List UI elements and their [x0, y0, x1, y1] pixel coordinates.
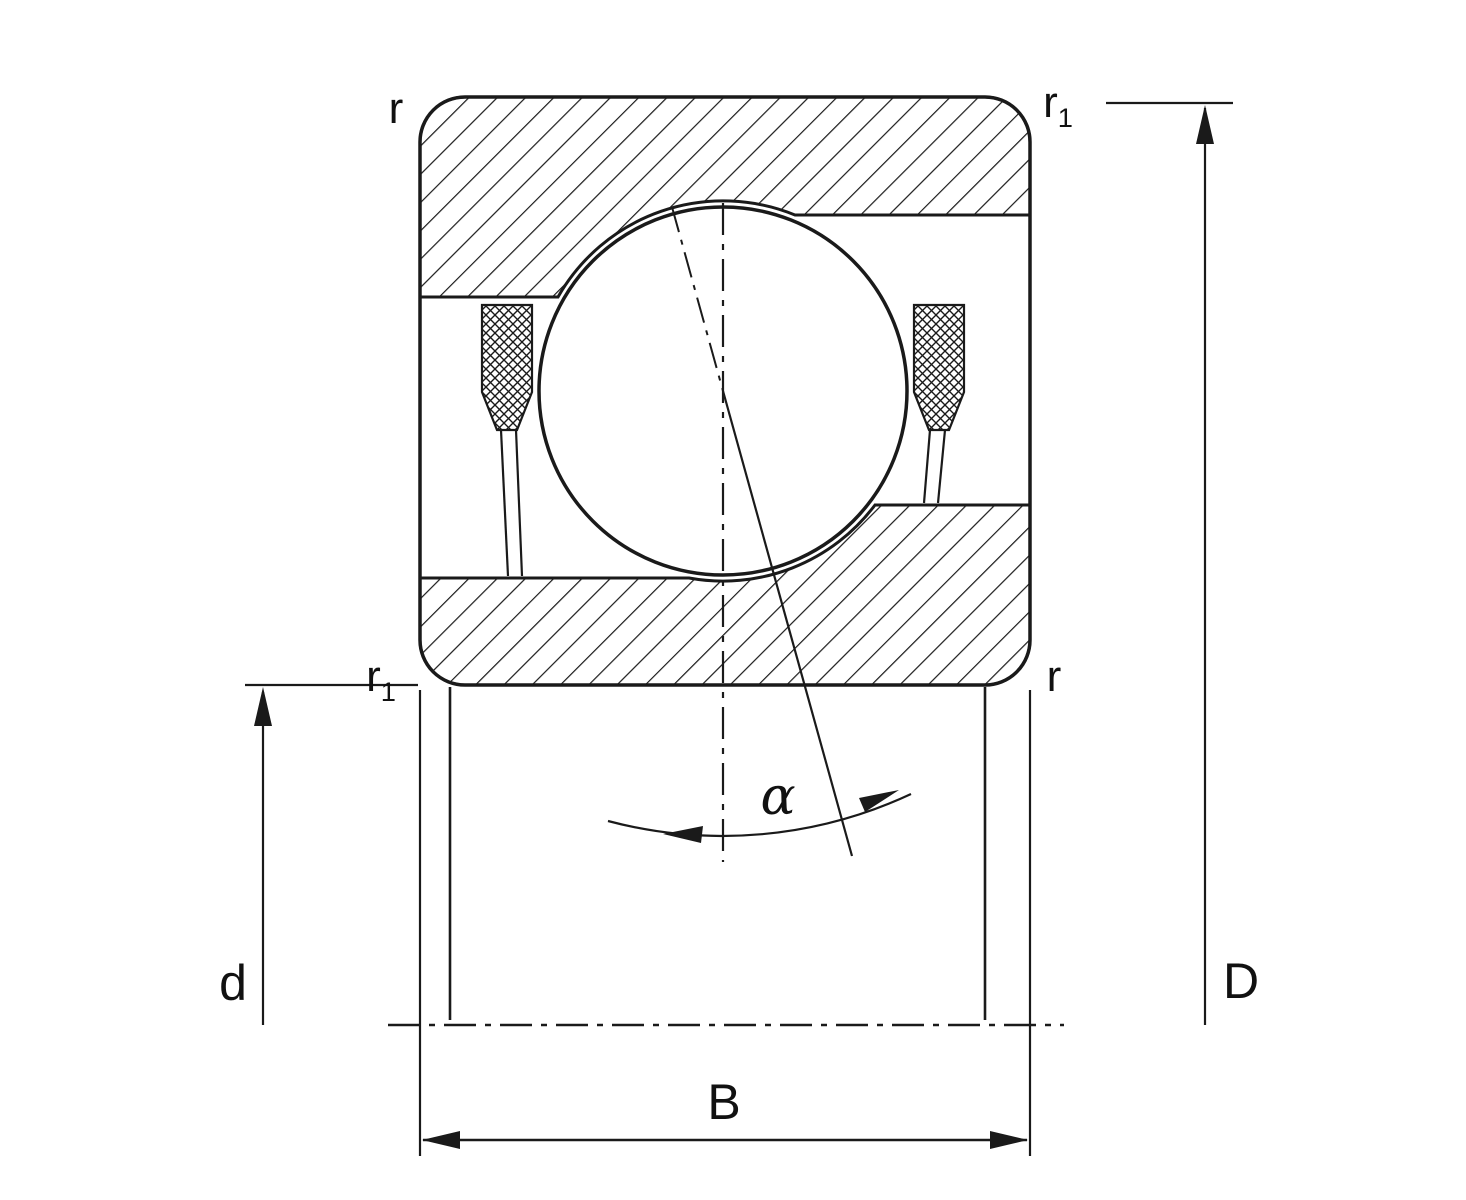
label-r1-mid-left-base: r — [366, 652, 381, 701]
alpha-arc — [607, 793, 912, 838]
label-bore-diameter-d: d — [219, 955, 247, 1011]
label-r1-top-right-sub: 1 — [1057, 101, 1073, 133]
cage-lines — [499, 429, 947, 577]
contact-angle-line-upper — [671, 206, 724, 392]
alpha-arc-right-arrowhead — [859, 790, 899, 812]
seal-left — [480, 303, 534, 432]
dim-d-arrowhead — [254, 687, 272, 726]
bore-lines — [448, 687, 987, 1020]
label-r1-top-right: r1 — [1043, 78, 1073, 131]
dim-B-left-arrowhead — [422, 1131, 460, 1149]
label-outer-diameter-D: D — [1222, 953, 1260, 1009]
bearing-outline — [418, 95, 1032, 687]
dim-D-arrowhead — [1196, 105, 1214, 144]
label-contact-angle-alpha: α — [760, 767, 796, 827]
seal-right — [912, 303, 966, 432]
label-r-top-left: r — [388, 84, 404, 133]
contact-angle-line-lower — [721, 390, 854, 857]
label-r1-mid-left: r1 — [366, 652, 396, 705]
label-r-mid-right: r — [1046, 652, 1062, 701]
dim-B-right-arrowhead — [990, 1131, 1028, 1149]
label-width-B: B — [707, 1074, 741, 1130]
label-r1-top-right-base: r — [1043, 78, 1058, 127]
label-r1-mid-left-sub: 1 — [380, 675, 396, 707]
alpha-arc-left-arrowhead — [663, 826, 703, 843]
